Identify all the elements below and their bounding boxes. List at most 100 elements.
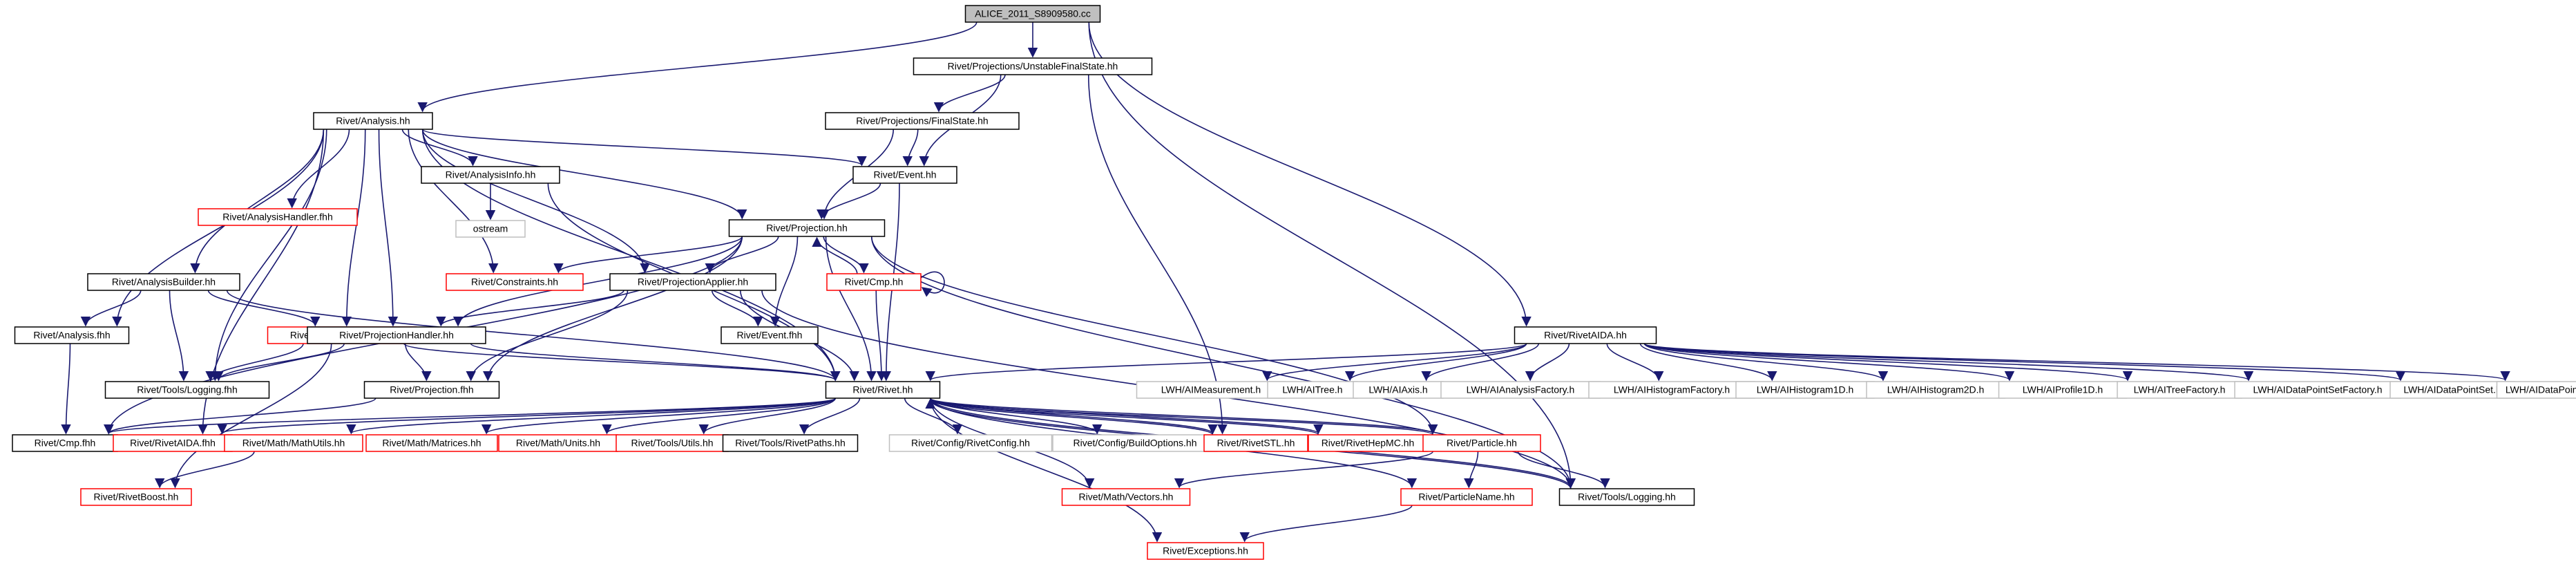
node-logging-fhh[interactable]: Rivet/Tools/Logging.fhh (104, 381, 270, 399)
node-aihist2d[interactable]: LWH/AIHistogram2D.h (1866, 381, 2005, 399)
nodes-layer: ALICE_2011_S8909580.ccRivet/Analysis.hhR… (12, 5, 2576, 560)
node-hepmc[interactable]: Rivet/RivetHepMC.hh (1308, 434, 1428, 452)
node-box (888, 434, 1053, 452)
node-rivet[interactable]: Rivet/Rivet.hh (825, 381, 941, 399)
edge-rivetaida-to-aihist2d (1643, 343, 1888, 382)
node-aitreefac[interactable]: LWH/AITreeFactory.h (2117, 381, 2242, 399)
node-label: Rivet/Analysis.fhh (33, 330, 110, 341)
node-cmp-fhh[interactable]: Rivet/Cmp.fhh (12, 434, 118, 452)
edge-rivet-to-hepmc (929, 397, 1324, 435)
node-aiprof[interactable]: LWH/AIProfile1D.h (1998, 381, 2128, 399)
node-aidp[interactable]: LWH/AIDataPoint.h (2496, 381, 2576, 399)
edge-rivet-to-particle (929, 397, 1438, 435)
node-box (198, 208, 358, 226)
node-aidpsfac[interactable]: LWH/AIDataPointSetFactory.h (2234, 381, 2401, 399)
node-units[interactable]: Rivet/Math/Units.hh (498, 434, 618, 452)
node-analysis-fhh[interactable]: Rivet/Analysis.fhh (14, 326, 130, 344)
node-projection[interactable]: Rivet/Projection.hh (728, 219, 886, 237)
node-label: Rivet/ProjectionHandler.hh (339, 330, 454, 341)
node-label: Rivet/Projection.fhh (390, 384, 473, 395)
edge-papplier-to-phandler (436, 290, 624, 327)
node-label: Rivet/Math/Vectors.hh (1079, 491, 1174, 503)
edge-rivetaida-to-aiprof (1643, 343, 2014, 382)
node-box (825, 112, 1020, 130)
node-box (826, 273, 922, 291)
node-projection-fhh[interactable]: Rivet/Projection.fhh (363, 381, 500, 399)
edge-analysis-to-logging-fhh (210, 129, 327, 382)
edge-cmp-to-rivet (875, 290, 887, 382)
node-box (1422, 434, 1541, 452)
node-box (964, 5, 1101, 23)
node-box (1400, 488, 1533, 506)
node-fs[interactable]: Rivet/Projections/FinalState.hh (825, 112, 1020, 130)
node-rivetaida-fhh[interactable]: Rivet/RivetAIDA.fhh (113, 434, 233, 452)
edge-analysis-to-phandler (378, 129, 399, 327)
edge-rivetaida-to-aianfac (1525, 343, 1570, 382)
node-label: Rivet/AnalysisBuilder.hh (112, 277, 216, 288)
node-aidps[interactable]: LWH/AIDataPointSet.h (2389, 381, 2515, 399)
node-utils[interactable]: Rivet/Tools/Utils.hh (616, 434, 729, 452)
node-vectors[interactable]: Rivet/Math/Vectors.hh (1061, 488, 1191, 506)
node-label: LWH/AIAnalysisFactory.h (1467, 384, 1575, 395)
node-rivetaida[interactable]: Rivet/RivetAIDA.hh (1514, 326, 1657, 344)
node-root[interactable]: ALICE_2011_S8909580.cc (964, 5, 1101, 23)
node-event-fhh[interactable]: Rivet/Event.fhh (721, 326, 819, 344)
node-box (913, 57, 1153, 75)
node-matrices[interactable]: Rivet/Math/Matrices.hh (365, 434, 498, 452)
node-particle[interactable]: Rivet/Particle.hh (1422, 434, 1541, 452)
node-aiaxis[interactable]: LWH/AIAxis.h (1353, 381, 1444, 399)
node-logging[interactable]: Rivet/Tools/Logging.hh (1558, 488, 1695, 506)
node-label: Rivet/ParticleName.hh (1418, 491, 1514, 503)
node-label: Rivet/Exceptions.hh (1163, 545, 1248, 556)
node-box (728, 219, 886, 237)
node-box (1866, 381, 2005, 399)
node-box (2234, 381, 2401, 399)
node-label: LWH/AIMeasurement.h (1161, 384, 1261, 395)
node-buildopts[interactable]: Rivet/Config/BuildOptions.hh (1052, 434, 1218, 452)
node-label: Rivet/Particle.hh (1447, 438, 1517, 449)
node-exceptions[interactable]: Rivet/Exceptions.hh (1147, 542, 1264, 560)
edge-analysis-to-constraints (408, 129, 499, 274)
node-aihistfac[interactable]: LWH/AIHistogramFactory.h (1588, 381, 1755, 399)
edge-cmp-to-projection (812, 236, 858, 274)
node-label: Rivet/AnalysisHandler.fhh (222, 212, 333, 223)
edge-particle-to-particlename (1464, 451, 1479, 489)
node-papplier[interactable]: Rivet/ProjectionApplier.hh (609, 273, 776, 291)
node-phandler[interactable]: Rivet/ProjectionHandler.hh (307, 326, 486, 344)
node-aitree[interactable]: LWH/AITree.h (1267, 381, 1358, 399)
node-handler-fhh[interactable]: Rivet/AnalysisHandler.fhh (198, 208, 358, 226)
node-box (12, 434, 118, 452)
node-aihist1d[interactable]: LWH/AIHistogram1D.h (1735, 381, 1875, 399)
node-mathutils[interactable]: Rivet/Math/MathUtils.hh (224, 434, 363, 452)
node-label: Rivet/AnalysisInfo.hh (446, 169, 536, 180)
edge-projection-to-event-fhh (770, 236, 799, 327)
node-rivetstl[interactable]: Rivet/RivetSTL.hh (1203, 434, 1308, 452)
node-ufs[interactable]: Rivet/Projections/UnstableFinalState.hh (913, 57, 1153, 75)
node-box (722, 434, 859, 452)
node-cmp[interactable]: Rivet/Cmp.hh (826, 273, 922, 291)
node-label: Rivet/Config/RivetConfig.hh (911, 438, 1030, 449)
edge-analysis-to-analysis-fhh (112, 129, 325, 327)
node-info[interactable]: Rivet/AnalysisInfo.hh (421, 166, 560, 184)
edge-analysis-to-info (401, 129, 478, 167)
node-particlename[interactable]: Rivet/ParticleName.hh (1400, 488, 1533, 506)
node-analysis[interactable]: Rivet/Analysis.hh (313, 112, 433, 130)
node-box (104, 381, 270, 399)
node-builder[interactable]: Rivet/AnalysisBuilder.hh (87, 273, 240, 291)
node-label: Rivet/Math/Matrices.hh (382, 438, 481, 449)
edge-rivet-to-rivetconfig (904, 397, 963, 435)
edge-rivet-to-matrices (481, 397, 837, 435)
node-box (365, 434, 498, 452)
node-constraints[interactable]: Rivet/Constraints.hh (446, 273, 584, 291)
edge-projection-to-constraints (553, 236, 743, 274)
node-aimeas[interactable]: LWH/AIMeasurement.h (1136, 381, 1286, 399)
node-box (825, 381, 941, 399)
node-aianfac[interactable]: LWH/AIAnalysisFactory.h (1440, 381, 1601, 399)
node-label: Rivet/Tools/Utils.hh (631, 438, 713, 449)
node-rivetboost[interactable]: Rivet/RivetBoost.hh (80, 488, 192, 506)
node-box (2117, 381, 2242, 399)
node-rivetconfig[interactable]: Rivet/Config/RivetConfig.hh (888, 434, 1053, 452)
node-ostream[interactable]: ostream (455, 220, 526, 238)
node-event[interactable]: Rivet/Event.hh (852, 166, 957, 184)
node-rivetpaths[interactable]: Rivet/Tools/RivetPaths.hh (722, 434, 859, 452)
